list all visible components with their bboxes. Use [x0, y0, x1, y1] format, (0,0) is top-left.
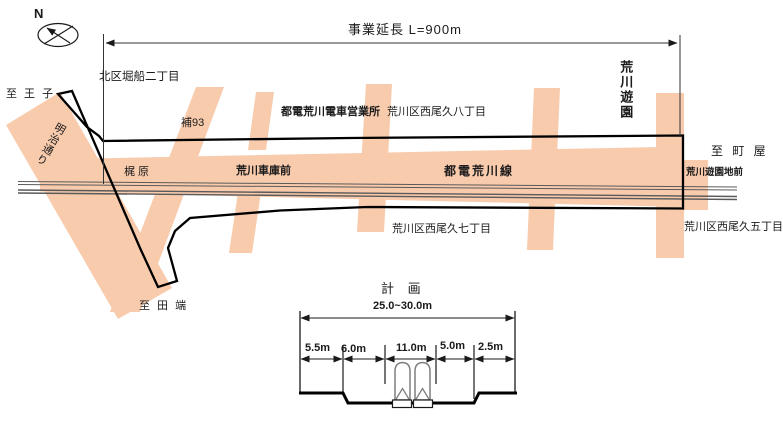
place-arakawa-yuen-label: 荒川遊園 [618, 60, 634, 120]
segment-width-label-3: 11.0m [396, 342, 427, 354]
track-line-4 [17, 192, 738, 201]
project-boundary-outline [55, 89, 685, 289]
compass-ellipse [37, 22, 79, 48]
rail-base-left [391, 399, 413, 409]
district-kitaku-horifune: 北区堀船二丁目 [99, 71, 180, 83]
direction-to-machiya: 至 町 屋 [711, 144, 769, 158]
cross-section-title: 計 画 [381, 281, 426, 296]
track-line-1 [17, 181, 738, 188]
tram-outline-right [414, 361, 431, 401]
tram-chevron-left [395, 387, 410, 400]
extent-dimension [103, 34, 681, 184]
track-line-3 [17, 189, 738, 198]
segment-width-label-5: 2.5m [478, 341, 504, 353]
direction-to-tabata: 至 田 端 [139, 300, 189, 312]
cross-street-north-1 [248, 92, 274, 150]
tram-chevron-right [415, 387, 430, 400]
ho93-street-band [110, 87, 224, 312]
road-toden-arakawa-line-label: 都電荒川線 [444, 164, 515, 178]
compass-north-arrow [46, 27, 71, 44]
tram-road-east-extension [683, 160, 708, 210]
rail-base-right [412, 399, 434, 409]
district-nishiogu8: 荒川区西尾久八丁目 [387, 106, 486, 118]
tram-outline-left [394, 361, 411, 401]
north-label: N [34, 6, 44, 21]
segment-width-label-1: 5.5m [305, 342, 331, 354]
cross-street-south [229, 192, 261, 253]
cross-section-total-width: 25.0~30.0m [373, 300, 433, 312]
place-toden-depot-label: 都電荒川電車営業所 [281, 106, 380, 118]
tram-track-lines [17, 181, 738, 201]
track-line-2 [17, 184, 738, 191]
street-fills [6, 84, 708, 319]
compass-rose [37, 22, 79, 48]
stop-arakawa-shako-mae-label: 荒川車庫前 [236, 165, 291, 177]
district-nishiogu5: 荒川区西尾久五丁目 [684, 221, 783, 233]
segment-width-label-2: 6.0m [341, 343, 367, 355]
direction-to-oji: 至 王 子 [6, 88, 56, 100]
cross-section-drawing [299, 311, 517, 409]
cs-tram-outlines [394, 361, 431, 401]
segment-width-label-4: 5.0m [440, 340, 466, 352]
stop-kajiwara-label: 梶 原 [124, 166, 150, 178]
project-length-label: 事業延長 L=900m [348, 22, 462, 37]
road-ho93-label: 補93 [181, 117, 205, 129]
stop-arakawa-yuenchi-mae-label: 荒川遊園地前 [686, 167, 744, 178]
district-nishiogu7: 荒川区西尾久七丁目 [392, 223, 491, 235]
